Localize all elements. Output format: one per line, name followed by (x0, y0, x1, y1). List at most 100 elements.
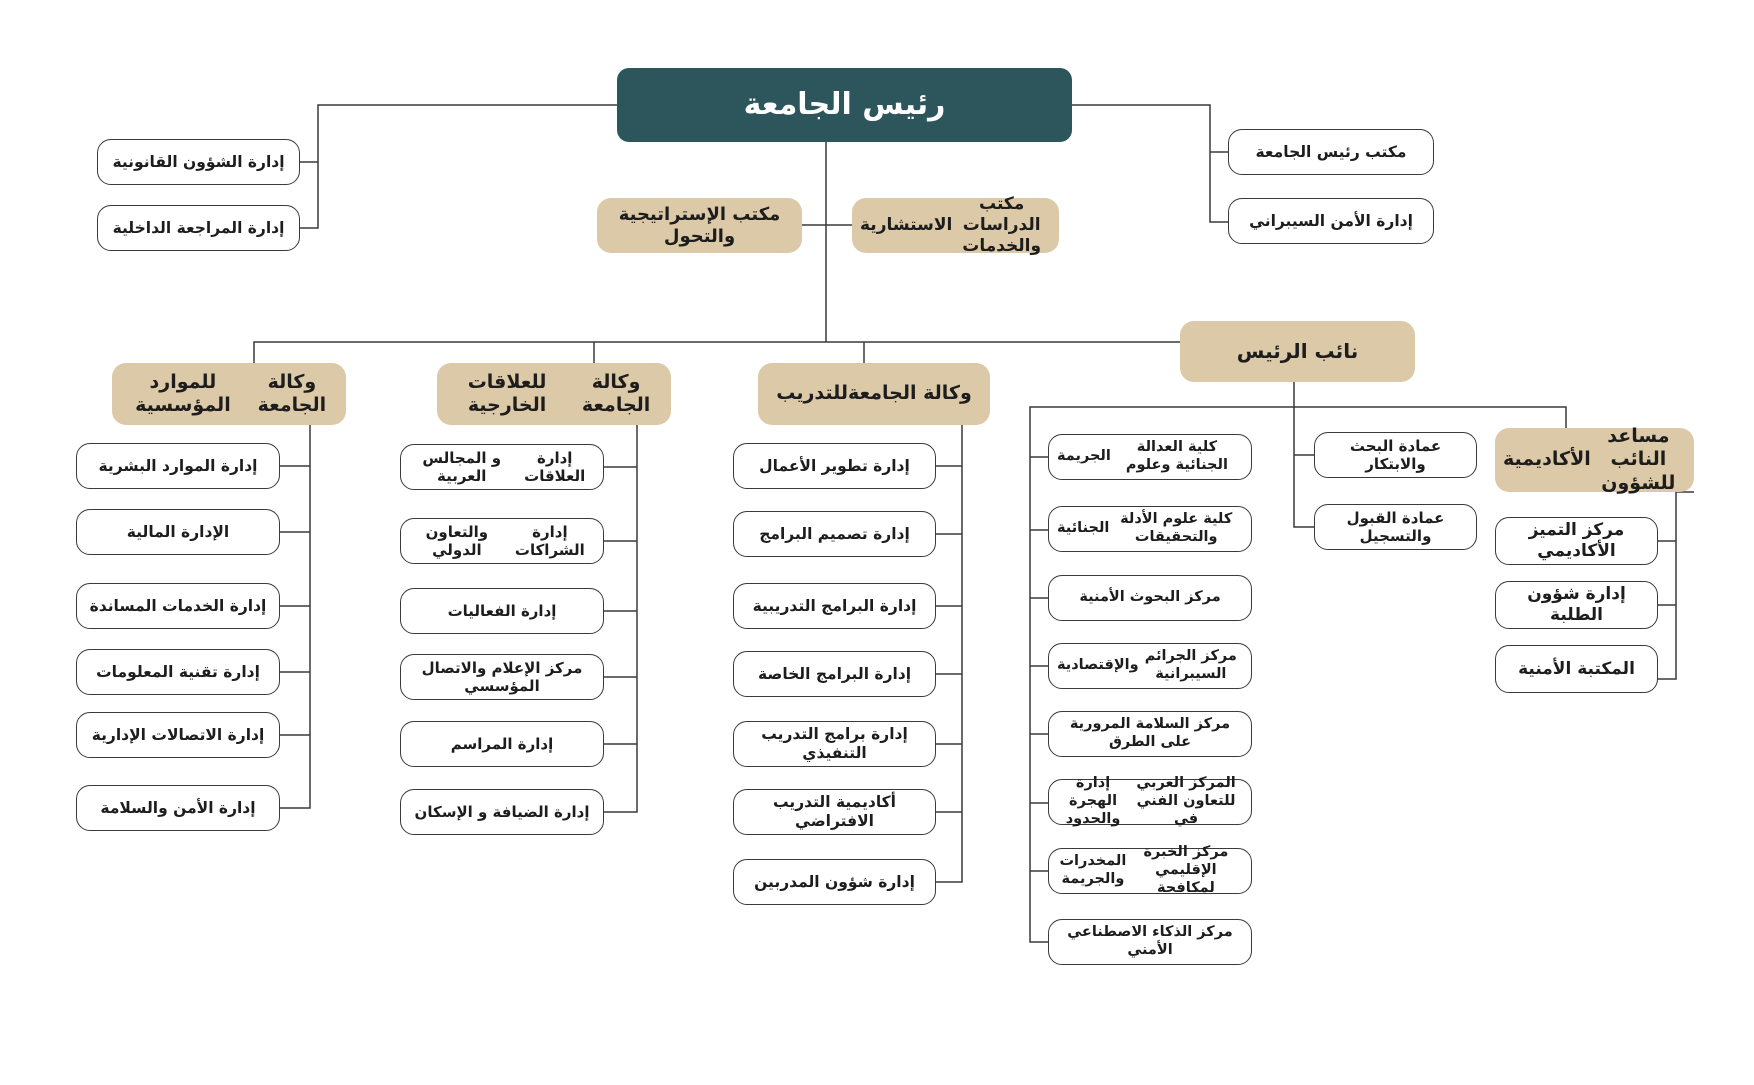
connector-agencies-bus (253, 341, 1180, 363)
cybersecurity-box: إدارة الأمن السيبراني (1228, 198, 1434, 244)
studies-office-box-label-line-1: مكتب الدراسات والخدمات (962, 194, 1042, 256)
resources-unit-box-6-label-line-1: إدارة الأمن والسلامة (100, 798, 256, 817)
relations-unit-box-4: مركز الإعلام والاتصال المؤسسي (400, 654, 604, 700)
resources-unit-box-5: إدارة الاتصالات الإدارية (76, 712, 280, 758)
connector-resources-units (280, 425, 311, 809)
training-unit-box-4-label-line-1: إدارة البرامج الخاصة (757, 664, 912, 683)
college-center-box-4-label-line-2: والإقتصادية (1057, 657, 1139, 674)
external-relations-agency-box-label-line-1: وكالة الجامعة (581, 370, 651, 416)
president-office-box: مكتب رئيس الجامعة (1228, 129, 1434, 175)
college-center-box-1-label-line-2: الجريمة (1057, 448, 1111, 465)
college-center-box-6-label-line-2: إدارة الهجرة والحدود (1065, 775, 1121, 827)
external-relations-agency-box-label-line-2: للعلاقات الخارجية (467, 370, 547, 416)
relations-unit-box-1-label-line-2: و المجالس العربية (422, 448, 502, 485)
training-unit-box-4: إدارة البرامج الخاصة (733, 651, 936, 697)
college-center-box-1: كلية العدالة الجنائية وعلوم الجريمة (1048, 434, 1252, 480)
relations-unit-box-6-label-line-1: إدارة الضيافة و الإسكان (414, 802, 590, 821)
training-unit-box-2-label-line-1: إدارة تصميم البرامج (759, 524, 910, 543)
connector-training-units (936, 425, 963, 883)
relations-unit-box-4-label-line-1: مركز الإعلام والاتصال المؤسسي (421, 658, 583, 695)
college-center-box-8-label-line-1: مركز الذكاء الاصطناعي الأمني (1067, 924, 1233, 958)
internal-audit-box: إدارة المراجعة الداخلية (97, 205, 300, 251)
relations-unit-box-2-label-line-2: والتعاون الدولي (425, 522, 489, 559)
training-agency-box-label-line-2: للتدريب (776, 382, 849, 405)
resources-unit-box-2-label-line-1: الإدارة المالية (126, 522, 230, 541)
security-library-box-label-line-1: المكتبة الأمنية (1518, 658, 1635, 679)
academic-excellence-box: مركز التميز الأكاديمي (1495, 517, 1658, 565)
college-center-box-8: مركز الذكاء الاصطناعي الأمني (1048, 919, 1252, 965)
studies-office-box: مكتب الدراسات والخدمات الاستشارية (852, 194, 1059, 256)
training-unit-box-6-label-line-1: أكاديمية التدريب الافتراضي (772, 793, 896, 830)
college-center-box-7-label-line-1: مركز الخبرة الإقليمي لمكافحة (1143, 844, 1229, 896)
training-agency-box-label-line-1: وكالة الجامعة (848, 382, 972, 405)
connector-president-left (300, 104, 617, 229)
institutional-resources-agency-box: وكالة الجامعة للموارد المؤسسية (112, 363, 346, 425)
college-center-box-1-label-line-1: كلية العدالة الجنائية وعلوم (1125, 439, 1228, 473)
relations-unit-box-2-label-line-1: إدارة الشراكات (514, 522, 585, 559)
relations-unit-box-5: إدارة المراسم (400, 721, 604, 767)
vice-president-box-label-line-1: نائب الرئيس (1236, 339, 1359, 364)
resources-unit-box-2: الإدارة المالية (76, 509, 280, 555)
internal-audit-box-label-line-1: إدارة المراجعة الداخلية (112, 218, 285, 237)
relations-unit-box-1-label-line-1: إدارة العلاقات (524, 448, 586, 485)
research-deanship-box-label-line-1: عمادة البحث والابتكار (1349, 436, 1442, 473)
college-center-box-6-label-line-1: المركز العربي للتعاون الفني في (1136, 775, 1236, 827)
connector-relations-units (604, 425, 638, 813)
resources-unit-box-4-label-line-1: إدارة تقنية المعلومات (96, 662, 260, 681)
connector-president-right (1072, 104, 1228, 223)
training-unit-box-7: إدارة شؤون المدربين (733, 859, 936, 905)
student-affairs-box: إدارة شؤون الطلبة (1495, 581, 1658, 629)
resources-unit-box-5-label-line-1: إدارة الاتصالات الإدارية (91, 725, 265, 744)
connector-vp-colleges (1029, 382, 1295, 943)
institutional-resources-agency-box-label-line-1: وكالة الجامعة (257, 370, 327, 416)
college-center-box-7: مركز الخبرة الإقليمي لمكافحة المخدرات وال… (1048, 844, 1252, 896)
resources-unit-box-3-label-line-1: إدارة الخدمات المساندة (89, 596, 267, 615)
academic-assistant-box-label-line-1: مساعد النائب للشؤون (1601, 425, 1676, 494)
connector-vp-deanships (1293, 407, 1314, 528)
institutional-resources-agency-box-label-line-2: للموارد المؤسسية (135, 370, 231, 416)
strategy-office-box: مكتب الإستراتيجية والتحول (597, 198, 802, 253)
university-president-box-label-line-1: رئيس الجامعة (743, 86, 946, 122)
academic-excellence-box-label-line-1: مركز التميز الأكاديمي (1528, 520, 1625, 561)
training-unit-box-5: إدارة برامج التدريب التنفيذي (733, 721, 936, 767)
security-library-box: المكتبة الأمنية (1495, 645, 1658, 693)
training-unit-box-3-label-line-1: إدارة البرامج التدريبية (752, 596, 917, 615)
college-center-box-5-label-line-1: مركز السلامة المرورية على الطرق (1069, 716, 1231, 750)
resources-unit-box-1: إدارة الموارد البشرية (76, 443, 280, 489)
research-deanship-box: عمادة البحث والابتكار (1314, 432, 1477, 478)
college-center-box-3: مركز البحوث الأمنية (1048, 575, 1252, 621)
college-center-box-3-label-line-1: مركز البحوث الأمنية (1079, 589, 1221, 606)
president-office-box-label-line-1: مكتب رئيس الجامعة (1255, 142, 1407, 161)
training-unit-box-6: أكاديمية التدريب الافتراضي (733, 789, 936, 835)
college-center-box-6: المركز العربي للتعاون الفني في إدارة الهج… (1048, 775, 1252, 827)
training-unit-box-2: إدارة تصميم البرامج (733, 511, 936, 557)
external-relations-agency-box: وكالة الجامعة للعلاقات الخارجية (437, 363, 671, 425)
vice-president-box: نائب الرئيس (1180, 321, 1415, 382)
studies-office-box-label-line-2: الاستشارية (860, 215, 953, 236)
relations-unit-box-5-label-line-1: إدارة المراسم (450, 734, 554, 753)
legal-affairs-box: إدارة الشؤون القانونية (97, 139, 300, 185)
relations-unit-box-2: إدارة الشراكات والتعاون الدولي (400, 518, 604, 564)
relations-unit-box-1: إدارة العلاقات و المجالس العربية (400, 444, 604, 490)
cybersecurity-box-label-line-1: إدارة الأمن السيبراني (1249, 211, 1413, 230)
strategy-office-box-label-line-1: مكتب الإستراتيجية والتحول (618, 203, 781, 247)
university-president-box: رئيس الجامعة (617, 68, 1072, 142)
college-center-box-2-label-line-2: الجنائية (1057, 520, 1110, 537)
training-unit-box-1-label-line-1: إدارة تطوير الأعمال (759, 456, 910, 475)
relations-unit-box-6: إدارة الضيافة و الإسكان (400, 789, 604, 835)
training-unit-box-5-label-line-1: إدارة برامج التدريب التنفيذي (761, 725, 908, 762)
relations-unit-box-3-label-line-1: إدارة الفعاليات (447, 601, 557, 620)
connector-vp-assistant (1294, 406, 1567, 428)
student-affairs-box-label-line-1: إدارة شؤون الطلبة (1527, 584, 1626, 625)
college-center-box-7-label-line-2: المخدرات والجريمة (1059, 853, 1127, 887)
admission-deanship-box-label-line-1: عمادة القبول والتسجيل (1346, 508, 1445, 545)
resources-unit-box-6: إدارة الأمن والسلامة (76, 785, 280, 831)
college-center-box-5: مركز السلامة المرورية على الطرق (1048, 711, 1252, 757)
legal-affairs-box-label-line-1: إدارة الشؤون القانونية (112, 152, 285, 171)
resources-unit-box-1-label-line-1: إدارة الموارد البشرية (98, 456, 258, 475)
